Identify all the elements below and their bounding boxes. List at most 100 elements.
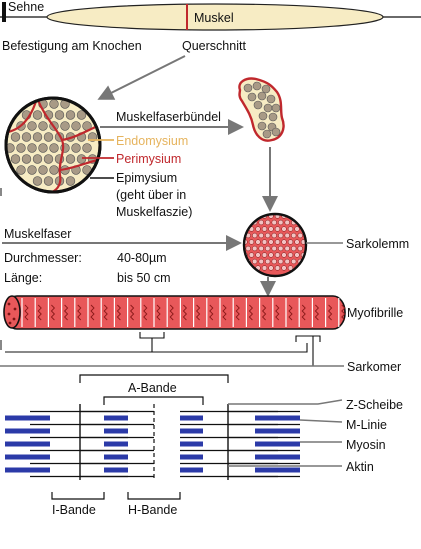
myosin-filament xyxy=(180,415,203,421)
myosin-filament xyxy=(104,454,128,460)
length-value: bis 50 cm xyxy=(117,271,171,285)
myofibril-dot xyxy=(287,226,294,232)
myosin-filament xyxy=(255,415,300,421)
myofibril-dot xyxy=(294,252,300,258)
myofibril-group: Myofibrille xyxy=(0,295,403,367)
muscle-fiber-dot xyxy=(43,176,54,186)
myofibril-dot xyxy=(258,245,264,252)
myofibril-dot xyxy=(268,265,274,271)
myofilament-zigzag xyxy=(235,304,240,321)
myofibril-dot xyxy=(271,232,277,239)
i-band-bracket xyxy=(51,492,105,500)
myosin-filament xyxy=(5,428,50,434)
fascicle-group: Muskelfaserbündel xyxy=(100,77,285,212)
z-disc-pointer xyxy=(228,399,343,405)
myofibril-dot xyxy=(268,252,274,258)
sarcomere-group: Sarkomer A-Bande Z-Scheibe M-Linie Myosi… xyxy=(0,360,403,517)
muscle-fiber-dot xyxy=(38,121,48,131)
myofilament-zigzag xyxy=(209,304,214,321)
muscle-overview: Sehne Muskel Befestigung am Knochen Quer… xyxy=(0,0,421,100)
myofibril-dot xyxy=(294,214,300,219)
myofibril-dot xyxy=(252,245,258,252)
myofibril-dot xyxy=(268,226,274,232)
diameter-value: 40-80µm xyxy=(117,251,167,265)
fascicle-fiber-dot xyxy=(247,92,257,102)
myosin-filament xyxy=(104,428,128,434)
perimysium-label: Perimysium xyxy=(116,152,181,166)
myofilament-zigzag xyxy=(143,304,148,321)
fascicle-label: Muskelfaserbündel xyxy=(116,110,221,124)
cross-section-arrow xyxy=(97,55,186,100)
myofibril-label: Myofibrille xyxy=(347,306,403,320)
myofibril-dot xyxy=(278,245,284,252)
epimysium-note-line-1: (geht über in xyxy=(116,188,186,202)
myofibril-dot xyxy=(281,226,287,232)
myofibril-dot xyxy=(291,232,297,239)
myofibril-dot xyxy=(300,214,306,219)
myosin-filament xyxy=(180,428,203,434)
end-cap-dot xyxy=(12,317,16,321)
myofilament-zigzag xyxy=(301,304,306,321)
a-band-label: A-Bande xyxy=(128,381,177,395)
bone-attachment-marker xyxy=(2,2,6,22)
myosin-filament xyxy=(255,454,300,460)
myofilament-zigzag xyxy=(182,304,188,321)
myofibril-dot xyxy=(258,219,264,226)
myofibril-dot xyxy=(274,239,281,245)
length-label: Länge: xyxy=(4,271,42,285)
myofibril-dot xyxy=(265,232,271,239)
myofibril-dot xyxy=(255,226,261,232)
muscle-fiber-dot xyxy=(27,143,37,153)
fascicle-fiber-dot xyxy=(263,103,273,113)
myofilament-zigzag xyxy=(103,304,108,321)
muscle-fiber-dot xyxy=(71,121,81,131)
myofibril-dot xyxy=(284,232,290,239)
muscle-fiber-dot xyxy=(6,143,15,153)
end-cap-dot xyxy=(7,302,11,306)
fascicle-fiber-dot xyxy=(258,111,268,121)
myofibril-dot xyxy=(261,252,268,258)
i-band-label: I-Bande xyxy=(52,503,96,517)
myosin-filament xyxy=(5,467,50,473)
fascicle-fiber-dot xyxy=(271,103,281,113)
h-band-bracket xyxy=(127,492,181,500)
myofibril-dot xyxy=(300,265,306,271)
myosin-filament xyxy=(255,467,300,473)
muscle-body xyxy=(46,3,384,31)
myofibril-dot xyxy=(294,226,300,232)
myofilament-zigzag xyxy=(275,304,280,321)
fascicle-fiber-dot xyxy=(252,81,262,91)
fascicle-fiber-dot xyxy=(243,83,253,93)
myofibril-dot xyxy=(297,232,303,239)
h-band-label: H-Bande xyxy=(128,503,177,517)
epimysium-note-line-2: Muskelfaszie) xyxy=(116,205,192,219)
bone-attachment-label: Befestigung am Knochen xyxy=(2,39,142,53)
perimysium-line-4 xyxy=(59,158,99,172)
myofibril-dot xyxy=(261,265,268,271)
myofibril-dot xyxy=(274,252,281,258)
muscle-fiber-dot xyxy=(21,154,32,164)
myofibril-dot xyxy=(244,214,248,219)
myofibril-dot xyxy=(248,252,255,258)
myofibril-dot xyxy=(244,265,248,271)
myofibril-dot xyxy=(281,239,287,245)
fascicle-fiber-dot xyxy=(257,121,267,131)
myofibril-dot xyxy=(258,258,264,265)
muscle-fiber-dot xyxy=(60,121,70,131)
muscle-fiber-dot xyxy=(65,176,76,186)
m-line-label: M-Linie xyxy=(346,418,387,432)
muscle-fiber-dot xyxy=(49,99,59,109)
myofibril-dot xyxy=(287,252,294,258)
myosin-filament xyxy=(255,428,300,434)
muscle-fiber-dot xyxy=(16,143,26,153)
fascicle-fiber-dot xyxy=(262,129,272,139)
myofilament-zigzag xyxy=(90,304,95,321)
myofibril-dot xyxy=(261,239,268,245)
myofibril-dot xyxy=(291,258,297,265)
myofibril-dot xyxy=(265,258,271,265)
myofibril-dot xyxy=(252,232,258,239)
myofilament-zigzag xyxy=(169,304,174,321)
muscle-fiber-dot xyxy=(10,132,21,142)
myofibril-dot xyxy=(274,226,281,232)
